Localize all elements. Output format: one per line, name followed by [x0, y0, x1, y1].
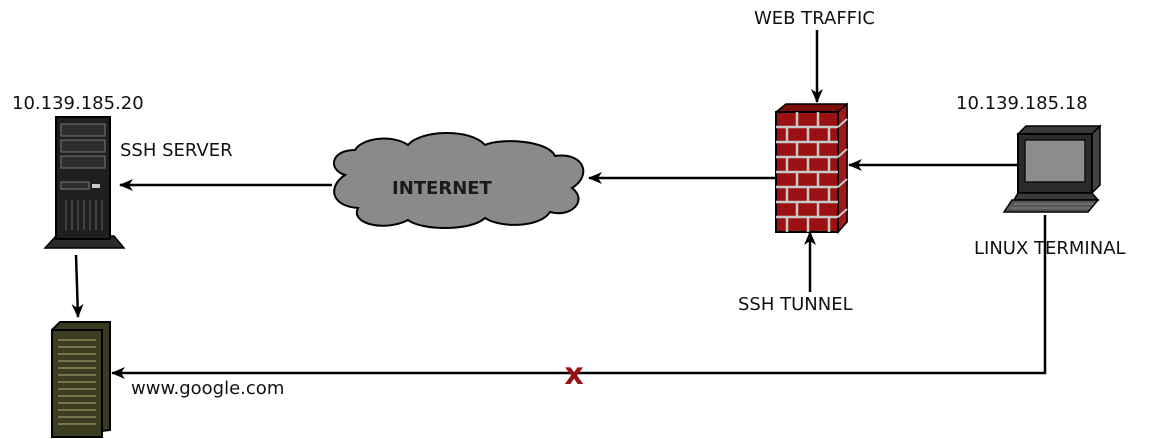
firewall-brick-wall-icon — [775, 102, 848, 234]
server-rack-icon — [51, 321, 111, 439]
laptop-icon — [1002, 124, 1102, 213]
server-ip-label: 10.139.185.20 — [12, 93, 144, 114]
terminal-name-label: LINUX TERMINAL — [974, 238, 1126, 259]
terminal-ip-label: 10.139.185.18 — [956, 93, 1088, 114]
server-tower-icon — [43, 116, 126, 249]
internet-label: INTERNET — [392, 178, 492, 199]
destination-label: www.google.com — [131, 378, 285, 399]
cloud-icon — [333, 132, 585, 229]
blocked-marker: x — [564, 357, 583, 392]
server-to-destination-arrow — [71, 254, 84, 318]
ssh-tunnel-label: SSH TUNNEL — [738, 294, 853, 315]
web-traffic-label: WEB TRAFFIC — [754, 8, 875, 29]
direct-blocked-path — [111, 215, 1047, 379]
server-name-label: SSH SERVER — [120, 140, 233, 161]
